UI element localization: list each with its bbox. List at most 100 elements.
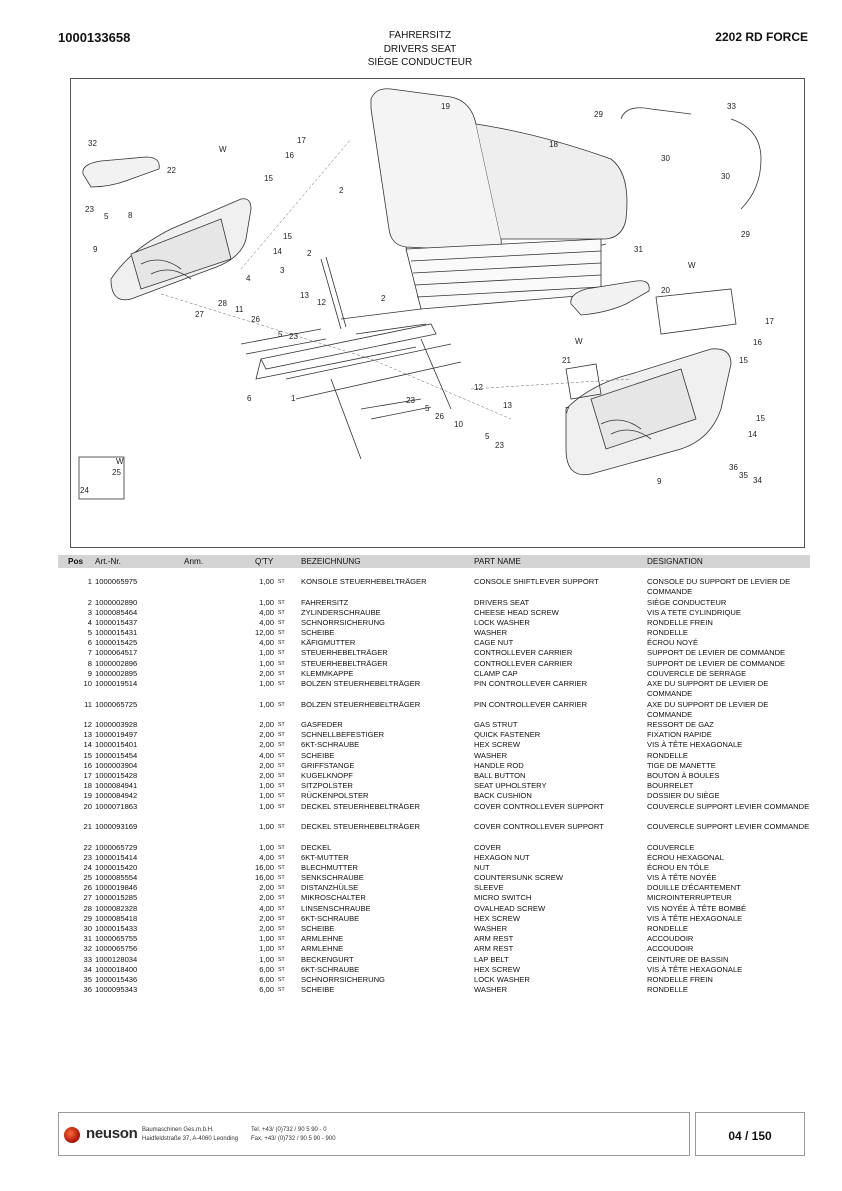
cell-part-name: CAGE NUT — [474, 638, 514, 648]
cell-bezeichnung: SITZPOLSTER — [301, 781, 353, 791]
svg-text:W: W — [688, 261, 696, 270]
cell-bezeichnung: RÜCKENPOLSTER — [301, 791, 369, 801]
svg-text:12: 12 — [474, 383, 483, 392]
cell-qty: 1,00 — [259, 648, 274, 658]
cell-part-name: ARM REST — [474, 944, 514, 954]
cell-part-name: SLEEVE — [474, 883, 504, 893]
header-qty: Q'TY — [255, 557, 274, 566]
cell-art-nr: 1000019846 — [95, 883, 138, 893]
lap-belt — [620, 107, 762, 210]
header-pos: Pos — [68, 557, 84, 566]
svg-text:3: 3 — [280, 266, 285, 275]
cell-bezeichnung: SCHEIBE — [301, 924, 335, 933]
cell-part-name: LAP BELT — [474, 954, 509, 964]
cell-art-nr: 1000015285 — [95, 893, 138, 903]
cell-art-nr: 1000084942 — [95, 791, 138, 801]
cell-bezeichnung: SCHNELLBEFESTIGER — [301, 730, 385, 740]
cell-unit: ST — [278, 956, 285, 963]
cell-designation: CEINTURE DE BASSIN — [647, 954, 729, 964]
cell-qty: 4,00 — [259, 607, 274, 617]
cell-unit: ST — [278, 936, 285, 943]
cell-bezeichnung: KLEMMKAPPE — [301, 668, 354, 678]
cell-pos: 7 — [87, 648, 92, 658]
cell-bezeichnung: SCHNORRSICHERUNG — [301, 617, 385, 627]
right-armrest — [570, 280, 650, 316]
cell-unit: ST — [278, 905, 285, 912]
cell-part-name: PIN CONTROLLEVER CARRIER — [474, 699, 588, 709]
svg-text:30: 30 — [661, 154, 670, 163]
cell-designation: VIS À TÊTE NOYÉE — [647, 873, 717, 883]
cell-bezeichnung: KÄFIGMUTTER — [301, 638, 356, 648]
cell-unit: ST — [278, 722, 285, 728]
cell-art-nr: 1000002895 — [95, 668, 138, 678]
cell-qty: 4,00 — [259, 852, 274, 862]
cell-part-name: COVER — [474, 842, 502, 852]
cell-bezeichnung: 6KT-MUTTER — [301, 852, 349, 862]
cell-pos: 1 — [87, 577, 92, 586]
cell-bezeichnung: KUGELKNOPF — [301, 770, 353, 780]
svg-text:29: 29 — [741, 230, 750, 239]
cell-part-name: LOCK WASHER — [474, 617, 530, 627]
cell-designation: TIGE DE MANETTE — [647, 760, 716, 770]
cell-part-name: NUT — [474, 862, 490, 872]
cell-designation: COUVERCLE SUPPORT LEVIER COMMANDE — [647, 822, 810, 831]
cell-pos: 11 — [84, 699, 92, 709]
svg-text:19: 19 — [441, 102, 450, 111]
svg-text:17: 17 — [765, 317, 774, 326]
cell-designation: BOUTON À BOULES — [647, 770, 720, 780]
cell-unit: ST — [278, 660, 285, 667]
cell-part-name: COVER CONTROLLEVER SUPPORT — [474, 801, 604, 811]
cell-qty: 4,00 — [259, 638, 274, 648]
cell-qty: 1,00 — [259, 842, 274, 852]
cell-art-nr: 1000084941 — [95, 781, 138, 791]
svg-text:9: 9 — [93, 245, 98, 254]
cell-unit: ST — [278, 752, 285, 759]
cell-bezeichnung: KONSOLE STEUERHEBELTRÄGER — [301, 577, 427, 586]
cell-qty: 1,00 — [259, 577, 274, 586]
cell-bezeichnung: BOLZEN STEUERHEBELTRÄGER — [301, 679, 421, 688]
cell-pos: 14 — [83, 740, 92, 750]
svg-text:18: 18 — [549, 140, 558, 149]
cell-part-name: HANDLE ROD — [474, 760, 524, 770]
footer-company: neuson Baumaschinen Ges.m.b.H. Haidfelds… — [58, 1112, 690, 1156]
svg-text:23: 23 — [289, 332, 298, 341]
cell-pos: 20 — [83, 801, 92, 811]
svg-text:26: 26 — [251, 315, 260, 324]
cell-pos: 31 — [83, 934, 92, 944]
cell-part-name: CONTROLLEVER CARRIER — [474, 648, 573, 658]
cell-qty: 6,00 — [259, 974, 274, 984]
cell-bezeichnung: SCHEIBE — [301, 985, 335, 995]
svg-text:11: 11 — [235, 305, 244, 314]
cell-bezeichnung: ZYLINDERSCHRAUBE — [301, 607, 381, 617]
cell-unit: ST — [278, 701, 285, 708]
svg-text:31: 31 — [634, 245, 643, 254]
cell-qty: 16,00 — [254, 862, 274, 872]
cell-qty: 2,00 — [259, 760, 274, 770]
cell-unit: ST — [278, 864, 285, 871]
cell-unit: ST — [278, 619, 285, 626]
cell-designation: RESSORT DE GAZ — [647, 720, 714, 729]
cell-bezeichnung: BLECHMUTTER — [301, 862, 358, 872]
cell-qty: 2,00 — [259, 770, 274, 780]
cell-qty: 1,00 — [259, 658, 274, 668]
cell-designation: FIXATION RAPIDE — [647, 730, 712, 740]
cell-designation: RONDELLE FREIN — [647, 617, 713, 627]
svg-text:21: 21 — [562, 356, 571, 365]
svg-text:4: 4 — [246, 274, 251, 283]
cell-pos: 16 — [83, 760, 92, 770]
cell-qty: 6,00 — [259, 985, 274, 995]
svg-text:25: 25 — [112, 468, 121, 477]
svg-text:22: 22 — [167, 166, 176, 175]
svg-text:5: 5 — [485, 432, 490, 441]
cell-unit: ST — [278, 824, 285, 830]
cell-bezeichnung: DECKEL STEUERHEBELTRÄGER — [301, 801, 420, 811]
